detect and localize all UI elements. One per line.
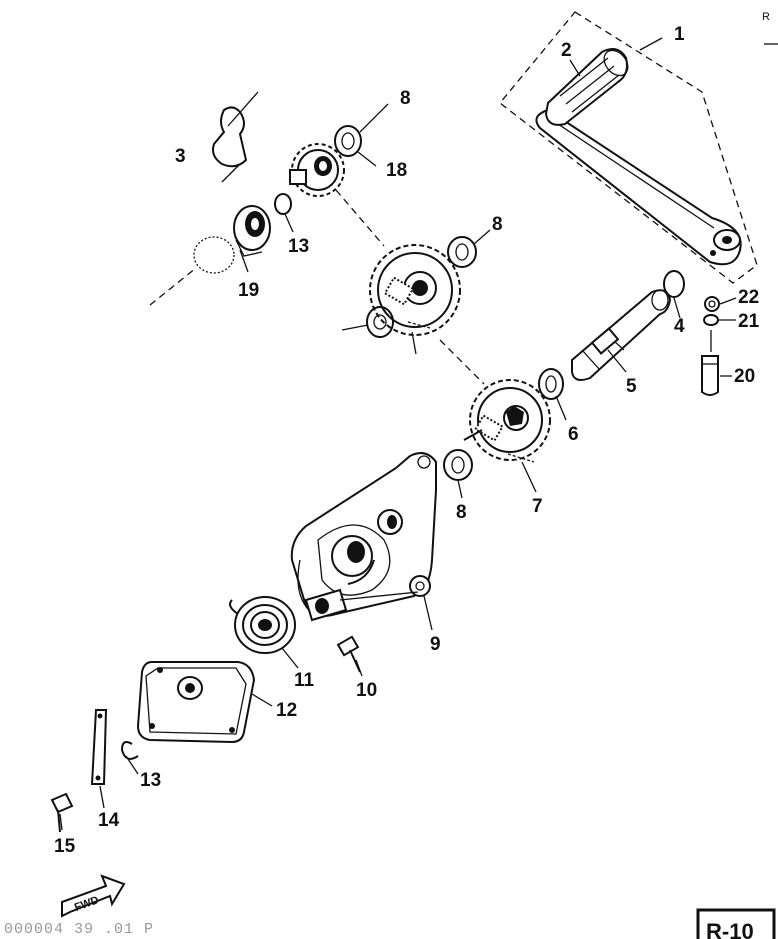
ratchet-spring-ghost bbox=[193, 236, 235, 274]
leader-8-middle bbox=[473, 229, 491, 245]
leader-18 bbox=[357, 151, 377, 167]
nut-22 bbox=[704, 296, 720, 312]
kick-shaft-5 bbox=[571, 289, 672, 381]
leader-washer-left bbox=[341, 324, 369, 331]
callout-18: 18 bbox=[386, 160, 407, 181]
washer-8-upper-hole bbox=[341, 132, 355, 150]
gear-18 bbox=[289, 143, 345, 197]
washer-8-middle bbox=[447, 236, 477, 268]
callout-15: 15 bbox=[54, 836, 76, 857]
corner-text: R bbox=[762, 11, 770, 23]
callout-5: 5 bbox=[626, 376, 637, 397]
cover-plate-12 bbox=[136, 661, 256, 744]
leader-7 bbox=[521, 461, 537, 493]
callout-7: 7 bbox=[532, 496, 543, 517]
washer-8-middle-hole bbox=[455, 243, 469, 261]
callout-labels: 1 2 3 4 5 6 7 8 8 8 9 10 11 12 13 13 14 … bbox=[54, 24, 760, 857]
clip-part-3 bbox=[212, 106, 248, 168]
callout-14: 14 bbox=[98, 810, 120, 831]
kick-lever-group-outline bbox=[499, 11, 758, 284]
ring-4 bbox=[663, 270, 685, 298]
axis-line-19 bbox=[149, 267, 197, 306]
callout-4: 4 bbox=[674, 316, 685, 337]
circlip-13-upper bbox=[274, 193, 292, 215]
callout-21: 21 bbox=[738, 311, 760, 332]
leader-8-lower bbox=[457, 479, 463, 499]
callout-6: 6 bbox=[568, 424, 579, 445]
ratchet-19 bbox=[233, 205, 271, 257]
washer-6-hole bbox=[545, 375, 557, 393]
leader-4 bbox=[673, 297, 681, 319]
callout-2: 2 bbox=[561, 40, 572, 61]
washer-8-lower bbox=[443, 449, 473, 481]
kick-lever-hole bbox=[722, 236, 732, 244]
leader-2 bbox=[569, 59, 581, 77]
callout-13-lower: 13 bbox=[140, 770, 161, 791]
leader-3-bottom bbox=[221, 163, 241, 183]
callout-13-upper: 13 bbox=[288, 236, 309, 257]
leader-14 bbox=[99, 785, 105, 809]
leader-13-upper bbox=[284, 213, 294, 233]
callout-22: 22 bbox=[738, 287, 759, 308]
screw-15 bbox=[50, 792, 74, 833]
leader-idle-gear bbox=[411, 331, 417, 355]
leader-10 bbox=[355, 659, 363, 677]
callout-19: 19 bbox=[238, 280, 259, 301]
nut-22-hole bbox=[708, 300, 716, 308]
callout-20: 20 bbox=[734, 366, 755, 387]
idle-gear bbox=[369, 244, 461, 336]
axis-line-middle bbox=[439, 339, 485, 385]
kick-gear-7 bbox=[463, 379, 551, 463]
kick-lever-grip bbox=[544, 48, 629, 126]
kick-lever-assembly bbox=[499, 11, 758, 284]
leader-3-top bbox=[227, 91, 259, 127]
callout-12: 12 bbox=[276, 700, 297, 721]
washer-6 bbox=[538, 368, 564, 400]
washer-8-lower-hole bbox=[451, 456, 465, 474]
link-14 bbox=[90, 709, 108, 785]
leader-8-upper bbox=[359, 103, 389, 133]
callout-8-middle: 8 bbox=[492, 214, 503, 235]
callout-3: 3 bbox=[175, 146, 186, 167]
page-code: R-10 bbox=[706, 919, 754, 939]
leader-13-lower bbox=[125, 755, 139, 775]
page-code-box bbox=[696, 908, 776, 939]
circlip-13-lower bbox=[120, 741, 139, 760]
washer-8-upper bbox=[334, 125, 362, 157]
bolt-10 bbox=[336, 635, 361, 673]
kick-lever-arm-edge bbox=[551, 119, 715, 229]
kick-lever-pin bbox=[710, 250, 716, 256]
callout-8-lower: 8 bbox=[456, 502, 467, 523]
leader-12 bbox=[251, 693, 273, 707]
leader-5 bbox=[607, 349, 627, 373]
axis-line-top bbox=[335, 189, 385, 247]
kick-lever-arm bbox=[535, 108, 742, 266]
leader-19 bbox=[239, 249, 249, 273]
fwd-arrow: FWD bbox=[61, 874, 126, 918]
guide-plate-9 bbox=[290, 452, 437, 622]
leader-11 bbox=[281, 647, 299, 669]
callout-1: 1 bbox=[674, 24, 685, 45]
callout-8-upper: 8 bbox=[400, 88, 411, 109]
callout-10: 10 bbox=[356, 680, 377, 701]
reference-code: 000004 39 .01 P bbox=[4, 921, 154, 938]
washer-left-hole bbox=[373, 314, 387, 330]
washer-21 bbox=[703, 314, 719, 326]
leader-9 bbox=[423, 595, 433, 631]
leader-6 bbox=[555, 395, 567, 421]
kick-spring-11 bbox=[229, 596, 296, 654]
callout-9: 9 bbox=[430, 634, 441, 655]
callout-11: 11 bbox=[294, 670, 315, 691]
leader-1 bbox=[639, 37, 663, 51]
leader-22 bbox=[719, 297, 737, 305]
pin-20 bbox=[701, 355, 719, 396]
washer-left bbox=[366, 306, 394, 338]
leader-15 bbox=[59, 813, 63, 831]
